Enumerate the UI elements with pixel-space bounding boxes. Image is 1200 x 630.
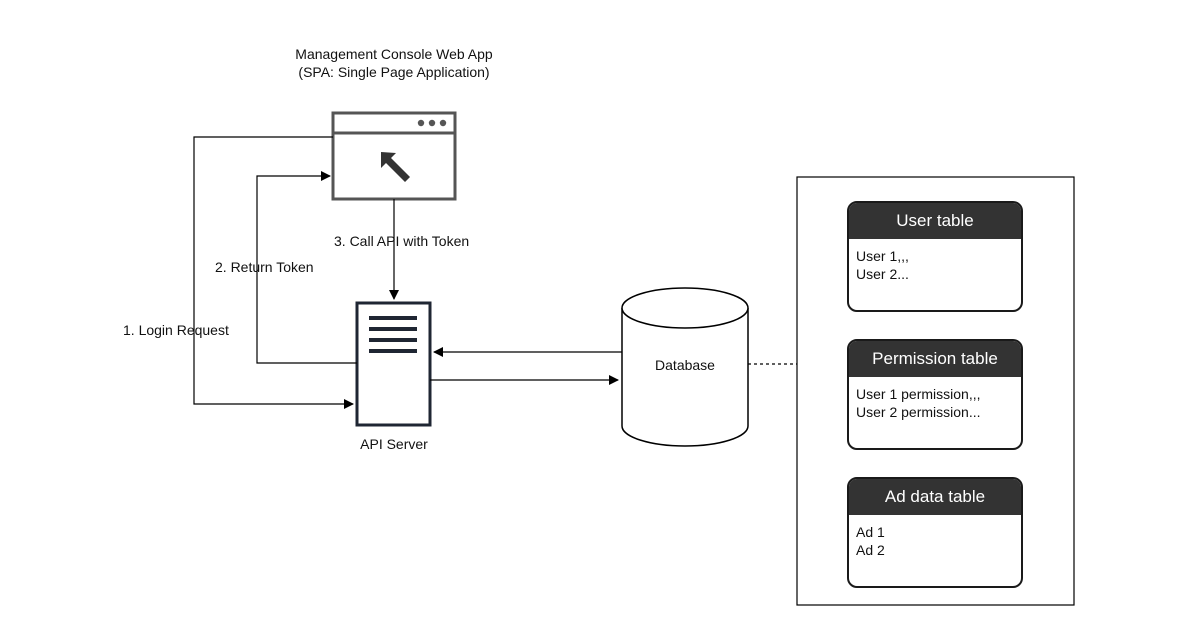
table-row: User 2... xyxy=(856,266,909,282)
login-request-label: 1. Login Request xyxy=(123,322,229,338)
webapp-title-line1: Management Console Web App xyxy=(295,46,493,62)
table-row: User 1,,, xyxy=(856,248,909,264)
browser-window-icon xyxy=(331,111,457,201)
api-server-label: API Server xyxy=(360,436,428,452)
table-header: Permission table xyxy=(849,341,1021,377)
database-cylinder xyxy=(621,287,749,447)
table-rows: User 1 permission,,, User 2 permission..… xyxy=(849,377,1021,421)
webapp-title: Management Console Web App (SPA: Single … xyxy=(244,45,544,81)
permission-table-card: Permission table User 1 permission,,, Us… xyxy=(847,339,1023,450)
table-header: User table xyxy=(849,203,1021,239)
call-api-label: 3. Call API with Token xyxy=(334,233,470,249)
database-label: Database xyxy=(655,357,715,373)
return-token-label: 2. Return Token xyxy=(215,259,314,275)
return-token-arrow xyxy=(256,171,357,364)
user-table-card: User table User 1,,, User 2... xyxy=(847,201,1023,312)
table-row: User 1 permission,,, xyxy=(856,386,981,402)
cursor-icon xyxy=(381,152,410,182)
table-rows: Ad 1 Ad 2 xyxy=(849,515,1021,559)
table-rows: User 1,,, User 2... xyxy=(849,239,1021,283)
table-row: Ad 2 xyxy=(856,542,885,558)
webapp-title-line2: (SPA: Single Page Application) xyxy=(298,64,490,80)
table-header: Ad data table xyxy=(849,479,1021,515)
table-row: User 2 permission... xyxy=(856,404,981,420)
server-icon xyxy=(355,301,432,427)
login-request-arrow xyxy=(193,136,354,409)
table-row: Ad 1 xyxy=(856,524,885,540)
ad-data-table-card: Ad data table Ad 1 Ad 2 xyxy=(847,477,1023,588)
